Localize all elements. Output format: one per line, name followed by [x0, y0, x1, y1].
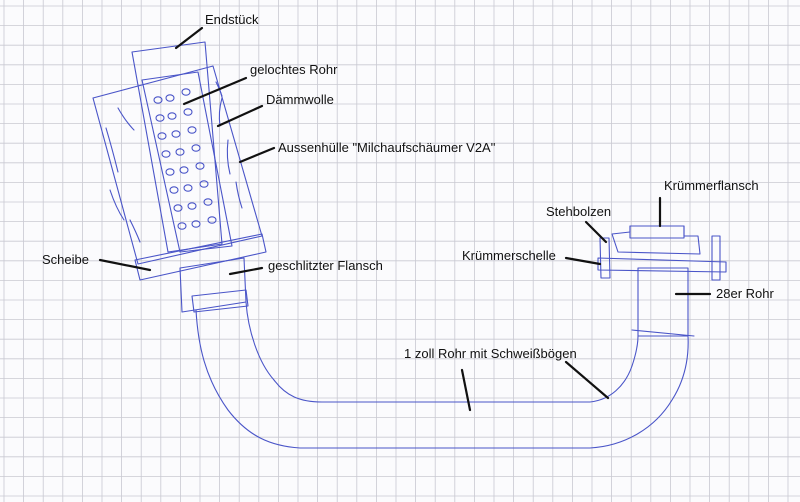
- hole: [181, 88, 191, 96]
- label-gelochtes-rohr: gelochtes Rohr: [250, 62, 338, 77]
- manifold-clamp: [597, 257, 727, 273]
- label-stehbolzen: Stehbolzen: [546, 204, 611, 219]
- label-kruemmerschelle: Krümmerschelle: [462, 248, 556, 263]
- hole: [179, 166, 189, 174]
- perforated-pipe: [141, 71, 233, 253]
- hole: [171, 130, 181, 138]
- hole: [169, 186, 179, 194]
- outer-shell: [92, 65, 263, 265]
- hole: [187, 126, 197, 134]
- hole: [157, 132, 167, 140]
- label-aussenhuelle: Aussenhülle "Milchaufschäumer V2A": [278, 140, 496, 155]
- insulation-hatching: [105, 81, 243, 243]
- hole: [207, 216, 217, 224]
- label-kruemmerflansch: Krümmerflansch: [664, 178, 759, 193]
- hole: [155, 114, 165, 122]
- label-flansch: geschlitzter Flansch: [268, 258, 383, 273]
- labels: Endstück gelochtes Rohr Dämmwolle Aussen…: [42, 12, 774, 361]
- pipe-28: [637, 267, 689, 337]
- hole: [203, 198, 213, 206]
- hole: [165, 94, 175, 102]
- hole: [161, 150, 171, 158]
- hole: [187, 202, 197, 210]
- disk: [134, 233, 267, 281]
- stud-bolt-right: [711, 235, 721, 281]
- flange-ring: [191, 289, 249, 313]
- leader-lines: [98, 26, 712, 412]
- hole: [177, 222, 187, 230]
- one-inch-pipe: [195, 301, 689, 449]
- manifold-flange: [611, 225, 701, 255]
- hole: [191, 144, 201, 152]
- hole: [153, 96, 163, 104]
- label-scheibe: Scheibe: [42, 252, 89, 267]
- label-rohr28: 28er Rohr: [716, 286, 774, 301]
- hole: [167, 112, 177, 120]
- hole: [191, 220, 201, 228]
- label-endstueck: Endstück: [205, 12, 259, 27]
- flange-stub: [629, 225, 685, 239]
- pipe-28-assembly: [597, 225, 727, 337]
- hole: [175, 148, 185, 156]
- silencer-assembly: [92, 41, 267, 313]
- hole: [183, 184, 193, 192]
- hole: [165, 168, 175, 176]
- pipe-holes: [153, 88, 217, 230]
- hole: [199, 180, 209, 188]
- hole: [183, 108, 193, 116]
- hole: [173, 204, 183, 212]
- slotted-flange: [179, 257, 247, 313]
- label-daemmwolle: Dämmwolle: [266, 92, 334, 107]
- label-rohr1zoll: 1 zoll Rohr mit Schweißbögen: [404, 346, 577, 361]
- hole: [195, 162, 205, 170]
